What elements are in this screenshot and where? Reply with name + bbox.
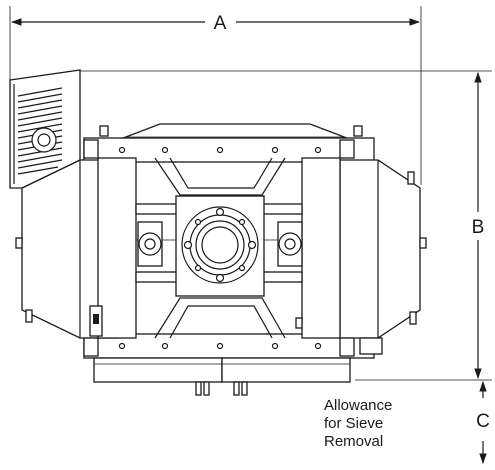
dimension-c-label: C — [476, 411, 490, 432]
dimension-a: A — [9, 6, 422, 185]
dimension-b: B — [80, 70, 492, 381]
allowance-line-1: Allowance — [324, 397, 392, 414]
allowance-note: Allowance for Sieve Removal — [324, 397, 392, 450]
dimension-a-label: A — [214, 13, 227, 34]
equipment-outline — [15, 123, 427, 396]
dimension-b-label: B — [472, 217, 485, 238]
allowance-line-2: for Sieve — [324, 415, 383, 432]
vent-panel — [9, 69, 81, 189]
dimension-c: C — [476, 380, 490, 465]
allowance-line-3: Removal — [324, 433, 383, 450]
